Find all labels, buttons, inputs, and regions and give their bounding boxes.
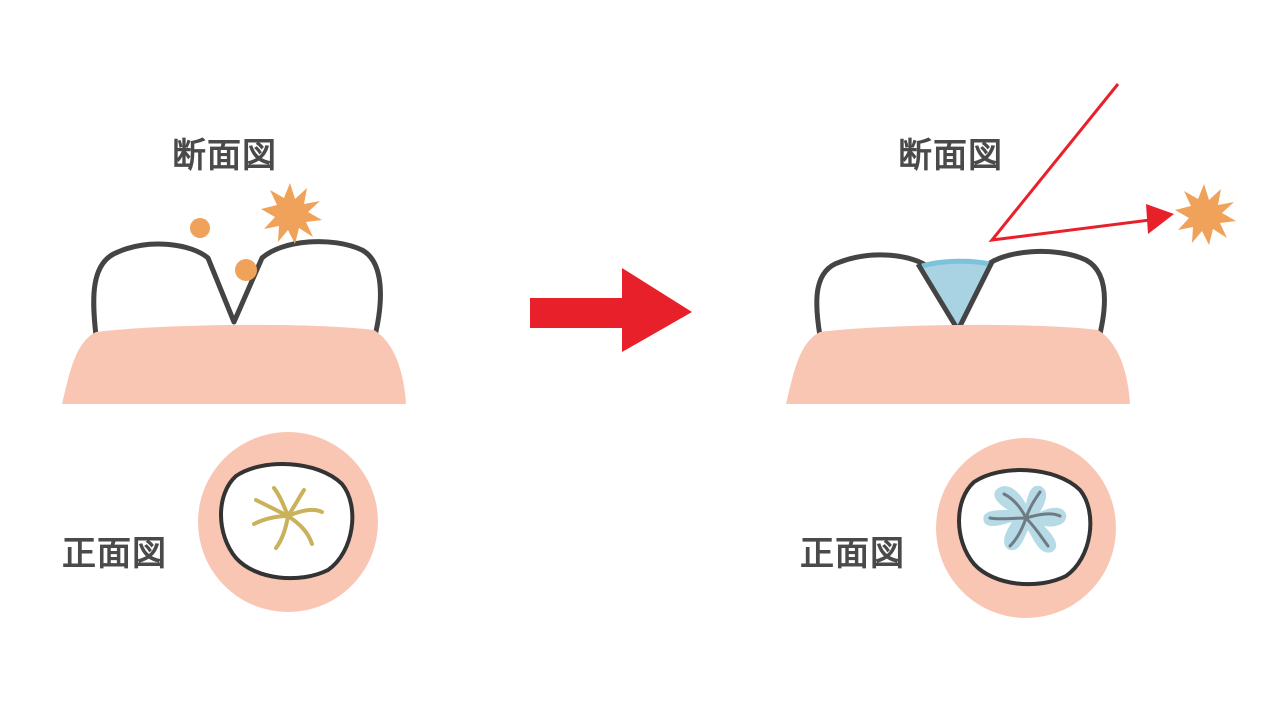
before-front-view-label: 正面図 [62, 534, 167, 574]
bacteria-dot [190, 218, 210, 238]
arrow-right-icon [530, 268, 692, 352]
bacteria-dot [235, 259, 257, 281]
arrowhead-icon [1146, 204, 1174, 234]
before-tooth-outline [91, 239, 383, 343]
after-cross-section-label: 断面図 [898, 136, 1003, 176]
sealant-surface [921, 258, 991, 269]
after-gum [786, 324, 1130, 404]
before-front-view [198, 432, 378, 612]
sealed-groove [988, 490, 1062, 548]
after-front-view [936, 438, 1116, 618]
after-front-view-label: 正面図 [800, 534, 905, 574]
after-cross-section [786, 83, 1236, 404]
deflected-path [988, 83, 1151, 242]
burst-icon [261, 183, 322, 244]
sealant [922, 261, 990, 330]
stain-groove [252, 486, 324, 550]
before-gum [62, 324, 406, 404]
before-cross-section [62, 183, 406, 404]
burst-icon [1175, 184, 1236, 245]
before-cross-section-label: 断面図 [172, 136, 277, 176]
